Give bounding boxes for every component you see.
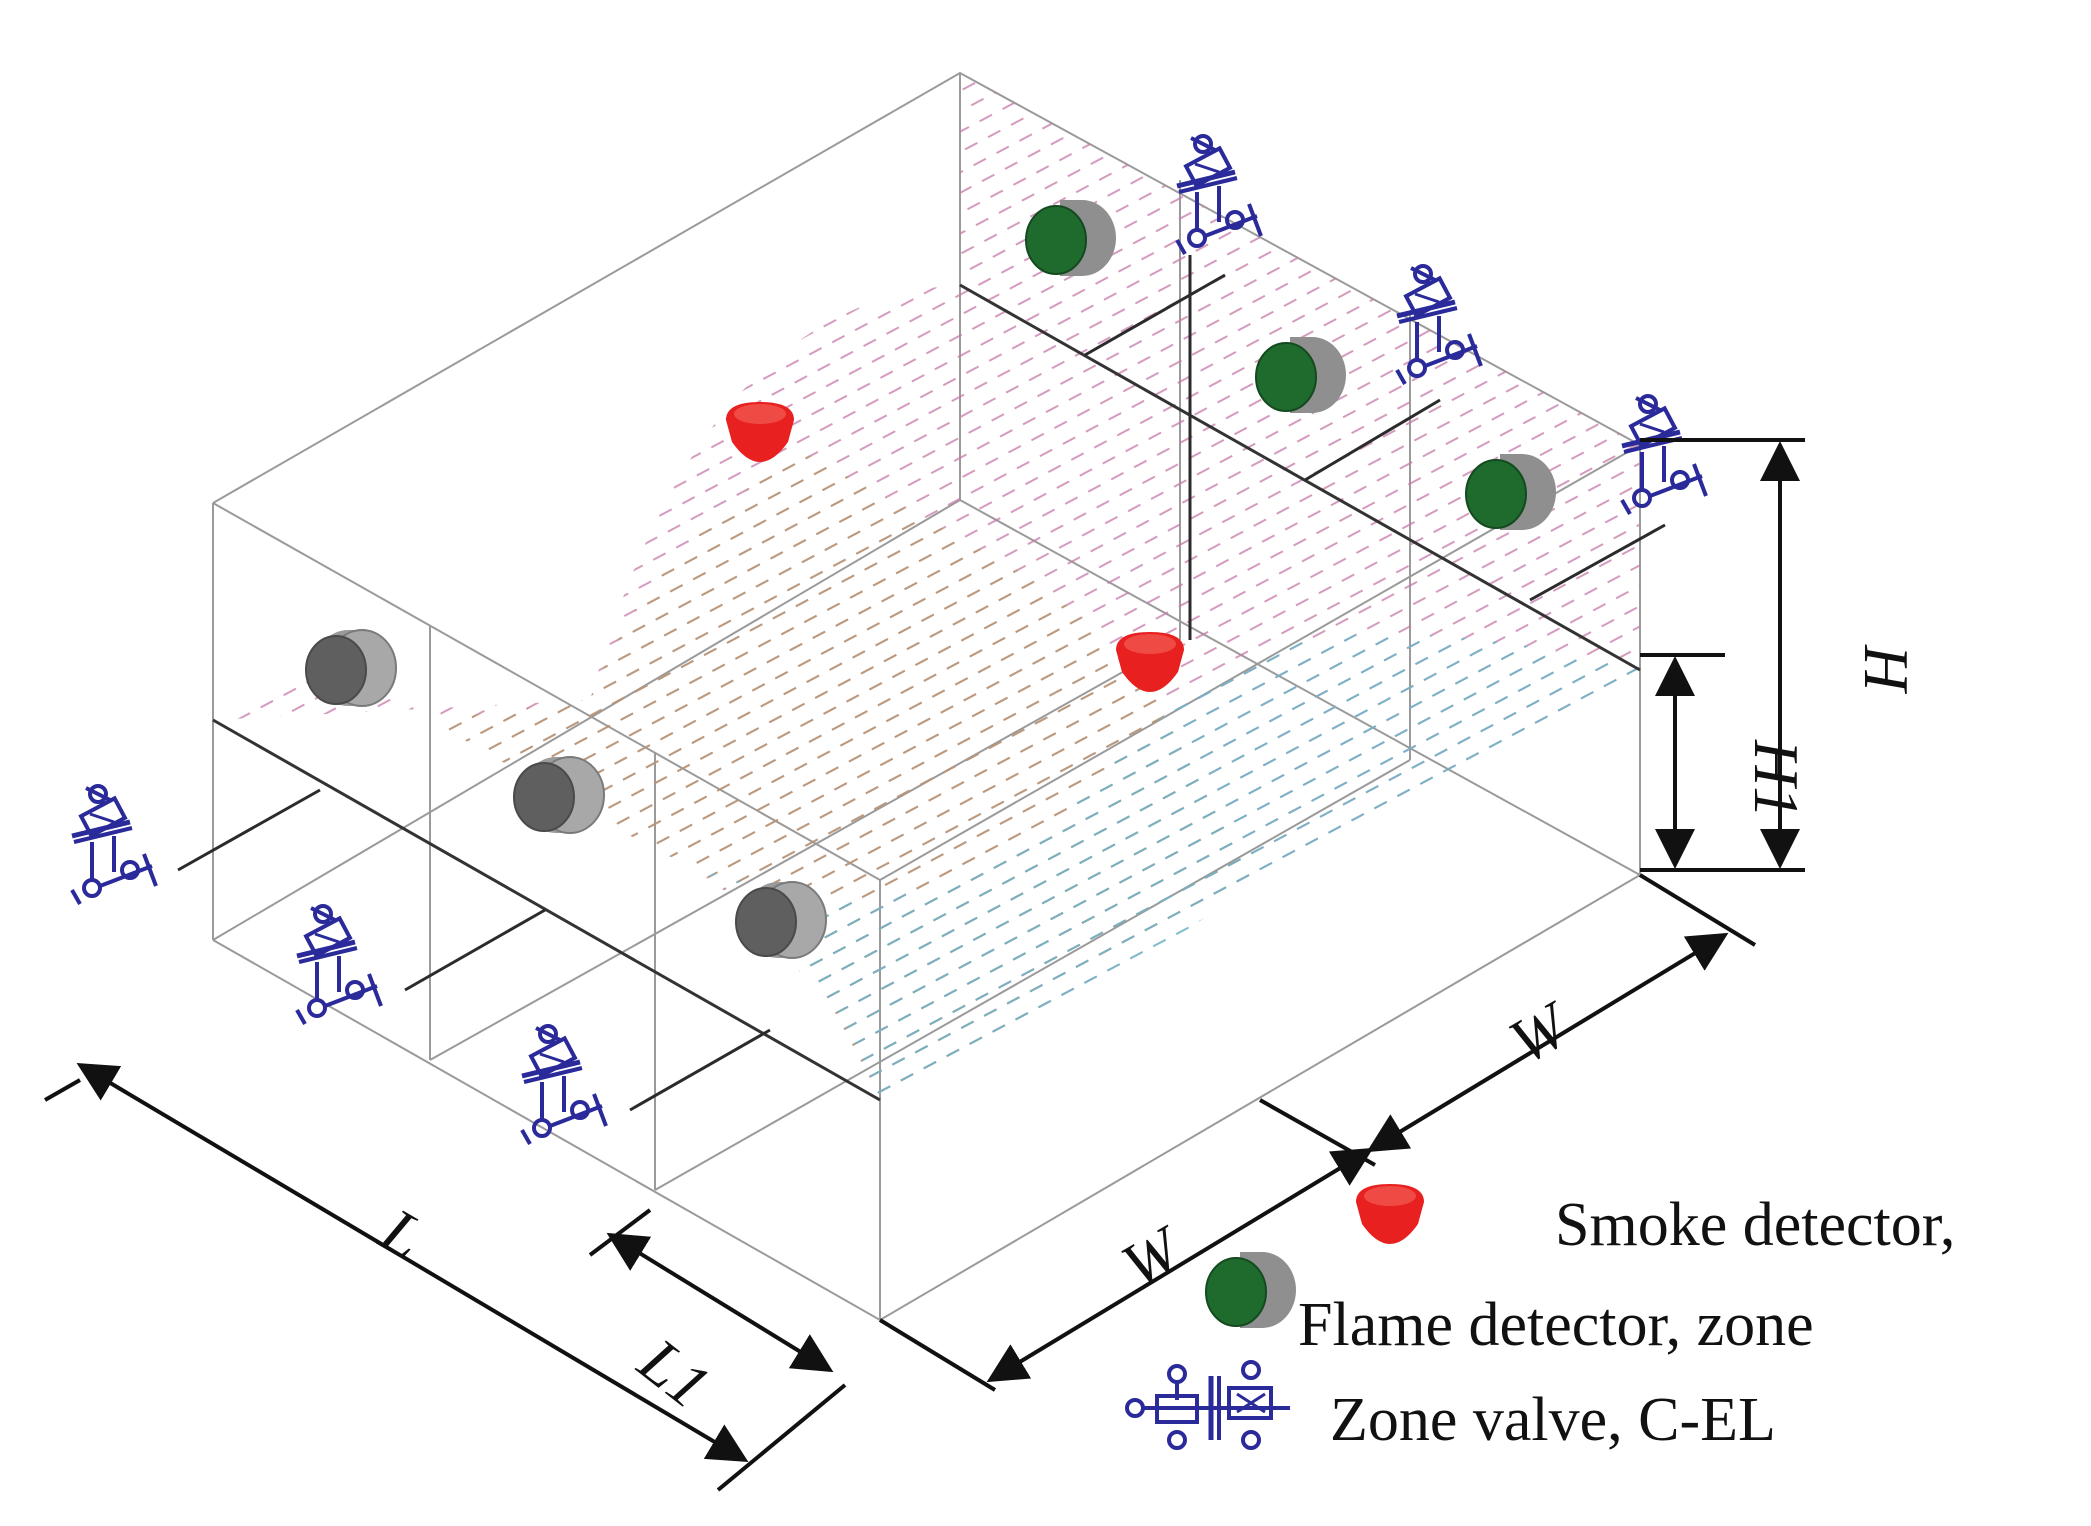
zone-valve-icon — [297, 906, 381, 1024]
flame-detector-icon — [305, 629, 397, 707]
flame-detector-icon — [513, 756, 605, 834]
legend-valve-label: Zone valve, C-EL — [1330, 1386, 1776, 1454]
dimension-label-h: H — [1851, 644, 1922, 695]
dimension-label-h1: H1 — [1741, 739, 1812, 818]
zone-valve-icon — [72, 786, 156, 904]
zone-valve-icon — [522, 1026, 606, 1144]
flame-detector-icon — [1025, 199, 1117, 277]
dimension-label-l: L — [368, 1194, 435, 1274]
dimension-label-l1: L1 — [626, 1324, 724, 1422]
legend-smoke-detector-icon — [1356, 1184, 1424, 1244]
smoke-layer-surface — [212, 73, 1641, 1102]
dimension-lines — [44, 438, 1805, 1492]
flame-detector-icon — [1255, 336, 1347, 414]
legend-flame-label: Flame detector, zone — [1298, 1291, 1814, 1359]
legend: Smoke detector, Flame detector, zone Zon… — [1125, 1184, 1955, 1454]
legend-smoke-label: Smoke detector, — [1555, 1191, 1955, 1259]
legend-flame-detector-icon — [1205, 1251, 1297, 1329]
flame-detector-icon — [735, 881, 827, 959]
legend-zone-valve-icon — [1125, 1360, 1290, 1450]
dimension-label-w-front: W — [1110, 1211, 1197, 1302]
flame-detector-icon — [1465, 453, 1557, 531]
